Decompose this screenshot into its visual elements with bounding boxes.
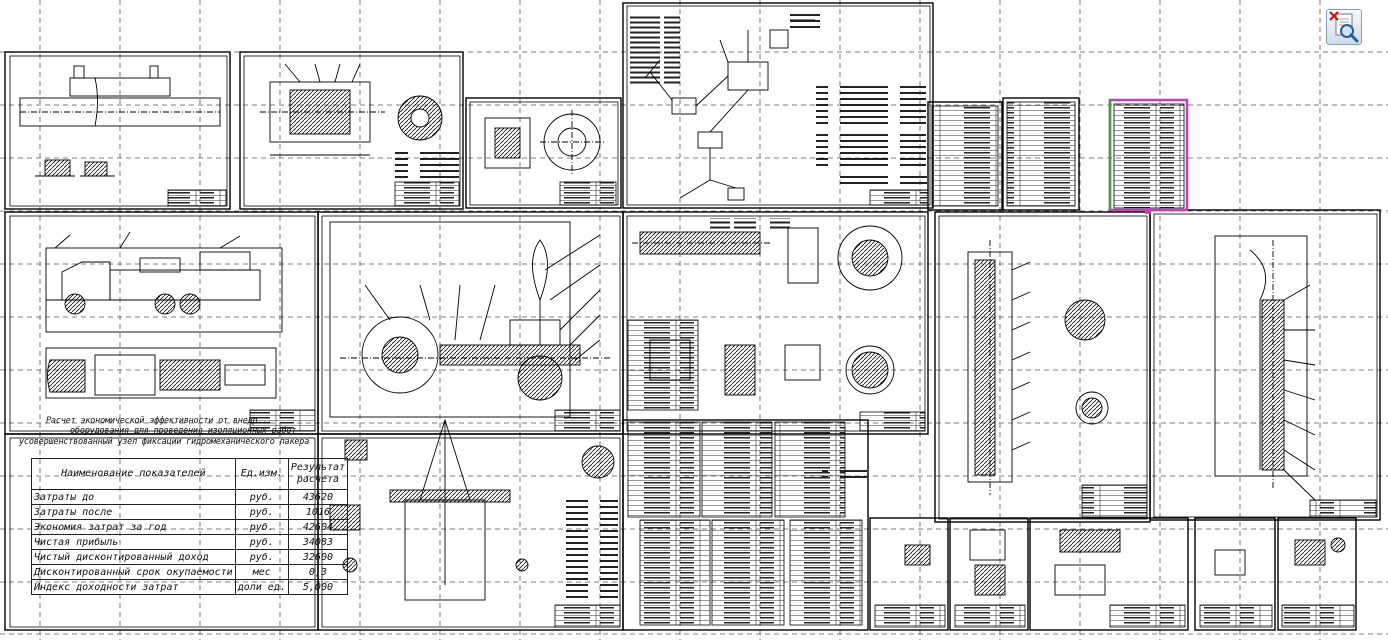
drawing-details [904,529,1346,596]
table-row: Индекс доходности затрат доли ед. 5,000 [31,579,349,595]
table-row: Экономия затрат за год руб. 42604 [31,519,349,535]
drawing-packer [967,240,1109,495]
caption-line-3: усовершенствованный узел фиксации гидром… [19,437,310,447]
drawing-shaft [632,225,903,396]
caption-line-2: оборудования для проведения изоляционных… [70,426,297,436]
table-row: Чистая прибыль руб. 34083 [31,534,349,550]
close-icon [1329,11,1339,21]
drawing-pump [260,63,443,156]
caption-line-1: Расчет экономической эффективности от вн… [46,416,273,426]
zoom-magnifier-icon [1329,11,1359,43]
col-header-name: Наименование показателей [31,458,236,490]
drawing-tank [19,65,221,177]
text-blocks [395,82,927,602]
drawing-flange [484,110,605,174]
table-row: Затраты после руб. 1016 [31,504,349,520]
table-row: Дисконтированный срок окупаемости мес 0,… [31,564,349,580]
table-row: Чистый дисконтированный доход руб. 32600 [31,549,349,565]
spec-tables [627,101,1185,626]
economics-table: Наименование показателей Ед.изм. Результ… [31,458,349,595]
selected-sheet [1108,98,1189,214]
drawing-flow-diagram [644,14,820,201]
zoom-button[interactable] [1326,9,1362,45]
col-header-result: Результат расчета [287,458,349,490]
drawing-well [1214,235,1316,501]
drawing-truck [45,231,283,399]
sheet-frames [4,2,1381,631]
title-blocks [167,181,1377,628]
col-header-unit: Ед.изм. [234,458,289,490]
table-row: Затраты до руб. 43620 [31,489,349,505]
drawing-mechanism [329,221,610,418]
